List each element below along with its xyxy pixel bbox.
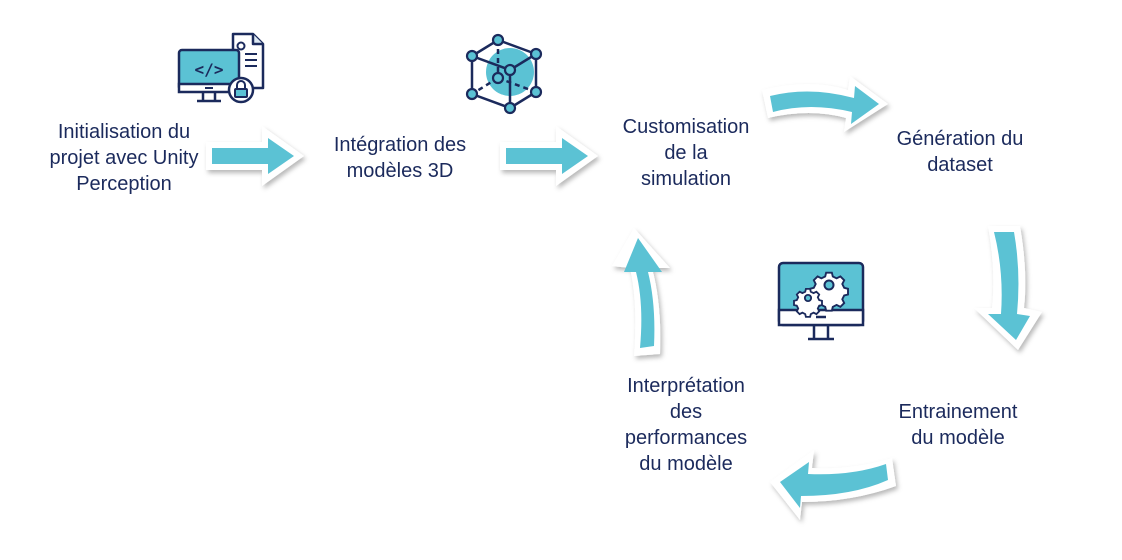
arrow-generation-to-training (966, 222, 1046, 363)
arrow-integration-to-customisation (494, 120, 604, 197)
svg-text:</>: </> (195, 60, 224, 79)
step-label-generation: Génération du dataset (896, 128, 1024, 176)
step-label-training: Entrainement du modèle (898, 401, 1018, 449)
step-label-init: Initialisation du projet avec Unity Perc… (49, 121, 199, 195)
step-label-integration: Intégration des modèles 3D (333, 134, 467, 182)
arrow-training-to-interpretation (762, 440, 902, 529)
monitor-gears-icon (776, 260, 866, 349)
arrow-init-to-integration (200, 120, 310, 197)
arrow-interpretation-to-customisation (590, 224, 674, 369)
step-label-interpretation: Interprétation des performances du modèl… (624, 375, 748, 475)
arrow-customisation-to-generation (758, 72, 898, 153)
3d-cube-icon (462, 30, 552, 117)
code-monitor-lock-icon: </> (175, 28, 275, 113)
step-label-customisation: Customisation de la simulation (622, 116, 750, 190)
